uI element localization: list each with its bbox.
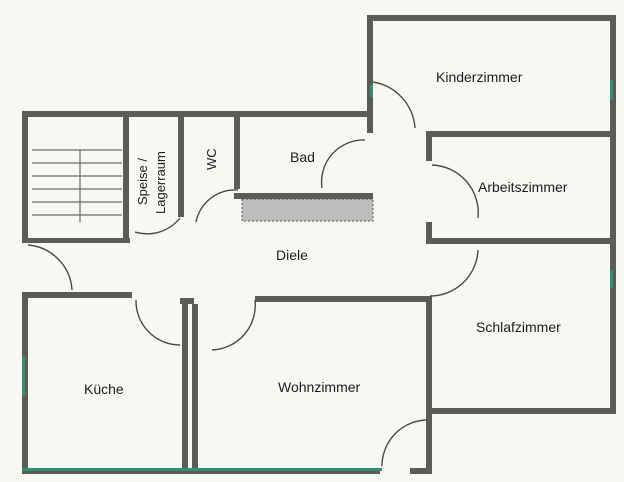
door-wc [195, 189, 239, 223]
door-schlafzimmer [429, 249, 479, 297]
wall [426, 408, 616, 414]
door-speise [134, 217, 181, 235]
door-arbeitszimmer [431, 164, 479, 219]
label-kinderzimmer: Kinderzimmer [436, 69, 523, 85]
wall [426, 296, 432, 416]
wall [426, 131, 616, 137]
window-accent [610, 80, 613, 100]
door-kueche [135, 299, 181, 346]
wall [426, 416, 432, 474]
wall [426, 296, 432, 306]
label-speise-line2: Lagerraum [153, 151, 168, 214]
wall [22, 111, 28, 243]
label-schlafzimmer: Schlafzimmer [476, 319, 561, 335]
label-bad: Bad [290, 149, 315, 165]
accents [22, 80, 613, 471]
label-arbeitszimmer: Arbeitszimmer [478, 179, 568, 195]
wall [234, 117, 240, 189]
room-labels: Kinderzimmer Arbeitszimmer Bad Diele Sch… [84, 69, 568, 397]
wall [192, 304, 198, 474]
wall [22, 111, 373, 117]
window-accent [22, 356, 25, 396]
door-bad [320, 139, 366, 189]
window-accent [22, 468, 382, 471]
label-speise-line1: Speise / [135, 158, 150, 205]
label-diele: Diele [276, 247, 308, 263]
wall [426, 238, 616, 244]
wall [255, 296, 431, 302]
wall [182, 298, 188, 474]
walls [22, 15, 616, 474]
wall [426, 222, 432, 244]
window-accent [610, 270, 613, 288]
label-wc: WC [204, 148, 219, 170]
window-accent [370, 85, 373, 97]
wall [410, 468, 432, 474]
wall [234, 193, 373, 199]
door-balkon [381, 419, 427, 467]
wall [367, 15, 373, 133]
doors [27, 81, 479, 467]
wall [367, 15, 616, 21]
bath-counter-edge [241, 198, 374, 222]
wall [610, 15, 616, 414]
door-stair [27, 244, 73, 291]
wall [426, 131, 432, 161]
staircase [32, 149, 122, 222]
label-wohnzimmer: Wohnzimmer [278, 379, 361, 395]
wall [22, 292, 132, 298]
bath-counter [242, 199, 373, 221]
door-kinderzimmer [372, 81, 416, 129]
door-wohnzimmer [211, 299, 256, 351]
wall [123, 117, 129, 243]
wall [367, 117, 373, 133]
wall [22, 238, 130, 243]
label-kueche: Küche [84, 381, 124, 397]
wall [178, 117, 184, 217]
